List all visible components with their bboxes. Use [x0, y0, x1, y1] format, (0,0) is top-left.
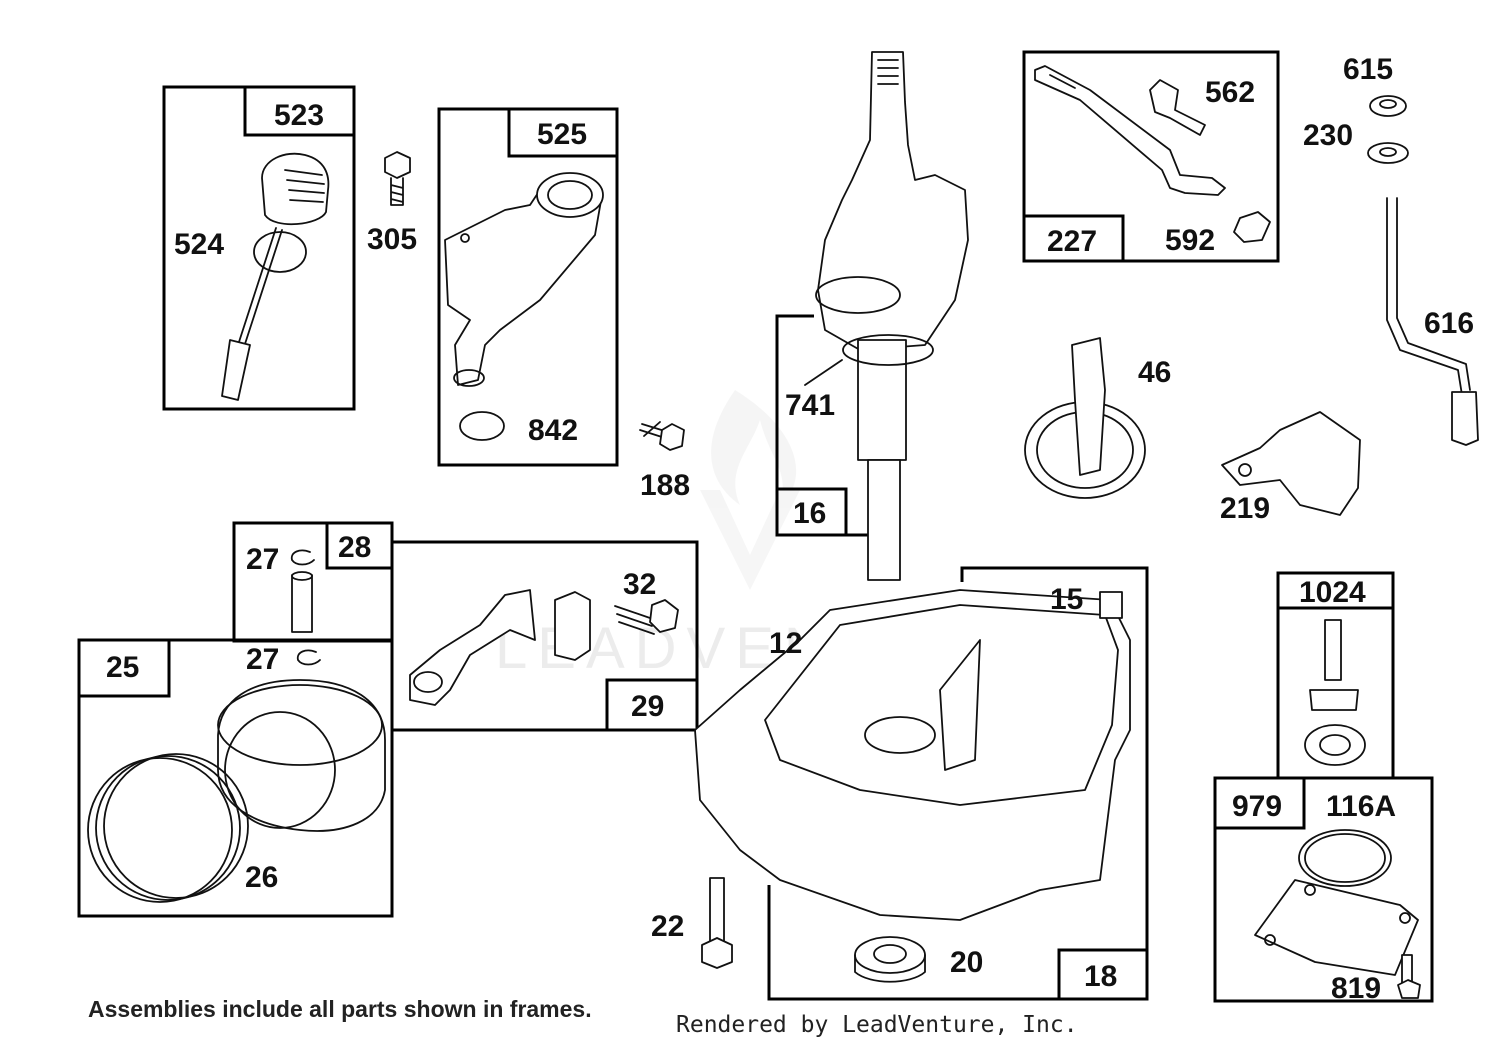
engine-sump-part	[694, 589, 1131, 921]
frame-label-29: 29	[631, 690, 664, 723]
camshaft-part	[1024, 337, 1146, 499]
label-219: 219	[1220, 492, 1270, 525]
frame-523: 523	[162, 85, 356, 411]
label-562: 562	[1205, 76, 1255, 109]
frame-29: 29	[390, 540, 699, 732]
label-27-top: 27	[246, 543, 279, 576]
frame-979: 979	[1213, 776, 1434, 1003]
frame-25: 25	[77, 638, 394, 918]
frame-525: 525	[437, 107, 619, 467]
washers-part	[1367, 95, 1409, 164]
label-116A: 116A	[1326, 790, 1396, 823]
label-15: 15	[1050, 583, 1083, 616]
label-26: 26	[245, 861, 278, 894]
piston-part	[217, 679, 386, 832]
crankshaft-part	[815, 51, 969, 581]
label-615: 615	[1343, 53, 1393, 86]
dipstick-part	[221, 152, 330, 401]
frame-227: 227	[1022, 50, 1280, 263]
frame-label-1024: 1024	[1299, 576, 1366, 609]
frame-1024: 1024	[1276, 571, 1395, 780]
watermark-logo	[700, 390, 800, 590]
frame-28: 28	[232, 521, 394, 643]
label-592: 592	[1165, 224, 1215, 257]
label-27-bottom: 27	[246, 643, 279, 676]
bolt-305-part	[384, 151, 411, 206]
cover-plate-part	[1254, 829, 1421, 999]
frame-label-227: 227	[1047, 225, 1097, 258]
label-12: 12	[769, 627, 802, 660]
render-credit: Rendered by LeadVenture, Inc.	[676, 1012, 1078, 1038]
frame-label-16: 16	[793, 497, 826, 530]
label-230: 230	[1303, 119, 1353, 152]
frame-label-18: 18	[1084, 960, 1117, 993]
label-32: 32	[623, 568, 656, 601]
frame-label-25: 25	[106, 651, 139, 684]
label-305: 305	[367, 223, 417, 256]
piston-pin-part	[290, 549, 321, 666]
piston-rings-part	[87, 753, 249, 903]
governor-bracket-part	[1221, 411, 1361, 516]
label-616: 616	[1424, 307, 1474, 340]
frame-label-979: 979	[1232, 790, 1282, 823]
oil-seal-part	[854, 936, 926, 983]
frame-label-28: 28	[338, 531, 371, 564]
governor-gear-part	[1304, 619, 1366, 766]
label-842: 842	[528, 414, 578, 447]
assemblies-note: Assemblies include all parts shown in fr…	[88, 996, 592, 1022]
bolt-22-part	[701, 877, 733, 969]
label-524: 524	[174, 228, 224, 261]
label-819: 819	[1331, 972, 1381, 1005]
bracket-part	[1034, 65, 1271, 243]
label-188: 188	[640, 469, 690, 502]
frame-16: 16	[775, 314, 870, 537]
label-46: 46	[1138, 356, 1171, 389]
governor-shaft-part	[1386, 197, 1479, 446]
frame-label-525: 525	[537, 118, 587, 151]
label-20: 20	[950, 946, 983, 979]
frame-label-523: 523	[274, 99, 324, 132]
frame-18: 18	[767, 566, 1149, 1001]
connecting-rod-part	[409, 589, 679, 706]
oil-fill-tube-part	[444, 172, 604, 441]
label-741: 741	[785, 389, 835, 422]
leader-lines	[804, 359, 843, 386]
label-22: 22	[651, 910, 684, 943]
bolt-188-part	[639, 421, 685, 451]
